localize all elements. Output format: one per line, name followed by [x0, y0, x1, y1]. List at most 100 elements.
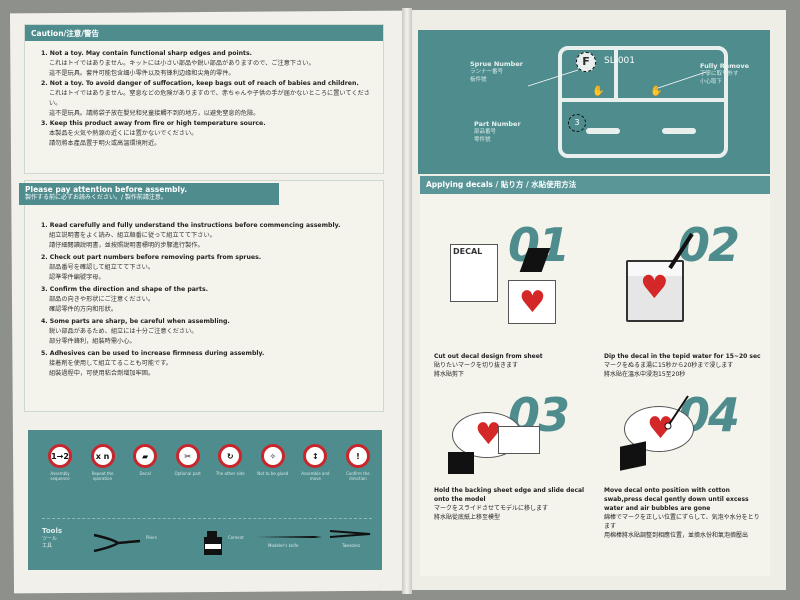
caution-item-1-en: 1. Not a toy. May contain functional sha… [41, 50, 253, 57]
assembly-sequence-icon: 1→2 [48, 444, 72, 468]
symbols-tools-panel: 1→2 Assembly sequence x n Repeat the ope… [28, 430, 382, 570]
caution-item-1-cn: 這不是玩具。套件可能包含细小零件以及有锋利边缘和尖角的零件。 [49, 70, 235, 77]
water-level [628, 276, 682, 320]
symbol-label: Repeat the operation [91, 471, 114, 481]
sprue-part-right [662, 128, 696, 134]
attention-item-3-en: 3. Confirm the direction and shape of th… [41, 286, 208, 293]
symbol-assemble-move: ↕ Assemble and move [299, 444, 331, 514]
tool-knife-label: Modeler's knife [268, 543, 299, 548]
sprue-crossbar [558, 98, 728, 102]
attention-item-4-jp: 鋭い部品があるため、組立には十分ご注意ください。 [49, 328, 198, 335]
fully-remove-en: Fully Remove [700, 62, 749, 70]
attention-item-1-en: 1. Read carefully and fully understand t… [41, 222, 341, 229]
symbol-row: 1→2 Assembly sequence x n Repeat the ope… [44, 444, 374, 514]
sprue-frame [558, 46, 728, 158]
sprue-gate [614, 46, 618, 98]
symbol-label: Confirm the direction [346, 471, 370, 481]
step-1-text: Cut out decal design from sheet 貼りたいマークを… [434, 352, 594, 379]
caution-item-3-cn: 請勿將本產品置于明火或高溫環境附近。 [49, 140, 161, 147]
step-3-text: Hold the backing sheet edge and slide de… [434, 486, 594, 522]
tools-row: Tools ツール 工具 Pliers Cement Modeler's kni… [42, 518, 372, 562]
attention-item-1-jp: 組立説明書をよく読み、組立順番に従って組立てて下さい。 [49, 232, 216, 239]
attention-item-3-cn: 確認零件的方向和形狀。 [49, 306, 118, 313]
symbol-not-glued: ✧ Not to be glued [257, 444, 289, 514]
fully-remove-jp: 丁寧に取り外す 小心取下 [700, 71, 739, 85]
symbol-label: The other side [215, 471, 245, 476]
decal-instructions-panel: Applying decals / 貼り方 / 水貼使用方法 01 DECAL … [420, 176, 770, 576]
cotton-swab-icon [664, 395, 689, 430]
step-4-en: Move decal onto position with cotton swa… [604, 487, 749, 512]
attention-item-5-cn: 組裝過程中，可使用粘合劑增加牢固。 [49, 370, 155, 377]
sprue-letter-tag: F [576, 52, 596, 72]
caution-panel: Caution/注意/警告 1. Not a toy. May contain … [24, 24, 384, 174]
symbol-label: Assembly sequence [50, 471, 70, 481]
sprue-number-label: Sprue Number ランナー番号 板件號 [470, 60, 523, 84]
caution-item-2-cn: 這不是玩具。請將袋子放在嬰兒和兒童接觸不到的地方，以避免窒息的危險。 [49, 110, 260, 117]
attention-item-4-en: 4. Some parts are sharp, be careful when… [41, 318, 230, 325]
remove-hand-icon: ✋ [650, 86, 663, 97]
step-1-en: Cut out decal design from sheet [434, 353, 543, 360]
part-number-en: Part Number [474, 120, 521, 128]
symbol-label: Not to be glued [257, 471, 289, 476]
caution-list: 1. Not a toy. May contain functional sha… [41, 49, 375, 149]
symbol-confirm-direction: ! Confirm the direction [342, 444, 374, 514]
booklet-spine [402, 8, 412, 594]
attention-panel: Please pay attention before assembly. 製作… [19, 180, 384, 412]
part-number-jp: 部品番号 零件號 [474, 129, 497, 143]
step-3-en: Hold the backing sheet edge and slide de… [434, 487, 585, 503]
tool-tweezers-label: Tweezers [342, 543, 361, 548]
attention-header: Please pay attention before assembly. 製作… [19, 183, 279, 205]
caution-item-3-jp: 本製品を火気や熱源の近くには置かないでください。 [49, 130, 198, 137]
step-4-text: Move decal onto position with cotton swa… [604, 486, 764, 540]
tweezers-icon [329, 530, 371, 538]
sprue-part-left [586, 128, 620, 134]
repeat-icon: x n [90, 444, 115, 468]
decal-word: DECAL [453, 247, 483, 256]
decal-step-2: 02 ♥ Dip the decal in the tepid water fo… [598, 204, 768, 394]
attention-item-2-jp: 部品番号を確認して組立てて下さい。 [49, 264, 155, 271]
tool-pliers-label: Pliers [146, 535, 157, 540]
attention-item-3-jp: 部品の向きや形状にご注意ください。 [49, 296, 155, 303]
attention-item-2-cn: 認準零件編號字母。 [49, 274, 105, 281]
remove-leader-line [658, 71, 707, 89]
step-3-cn: 將水貼從底紙上移至模型 [434, 514, 501, 521]
decal-step-4: 04 ♥ Move decal onto position with cotto… [598, 388, 768, 578]
tweezers-dip-icon [668, 232, 694, 270]
decal-title: Applying decals / 貼り方 / 水貼使用方法 [420, 176, 770, 194]
finger-icon [620, 441, 646, 471]
heart-icon: ♥ [475, 417, 502, 452]
pliers-icon [93, 533, 141, 553]
water-cup-icon: ♥ [626, 260, 684, 322]
step-2-text: Dip the decal in the tepid water for 15~… [604, 352, 764, 379]
step-1-jp: 貼りたいマークを切り抜きます [434, 362, 519, 369]
cut-decal-piece: ♥ [508, 280, 556, 324]
finger-icon [448, 452, 474, 474]
symbol-label: Decal [139, 471, 151, 476]
heart-icon: ♥ [640, 268, 669, 306]
symbol-label: Optional part [174, 471, 201, 476]
caution-item-2-jp: これはトイではありません。窒息などの危険がありますので、赤ちゃんや子供の手が届か… [49, 90, 370, 107]
caution-item-2-en: 2. Not a toy. To avoid danger of suffoca… [41, 80, 359, 87]
attention-item-5-jp: 接着剤を使用して組立てることも可能です。 [49, 360, 172, 367]
not-glued-icon: ✧ [260, 444, 285, 468]
optional-part-icon: ✂ [175, 444, 200, 468]
sprue-code: SL-001 [604, 56, 635, 66]
step-2-cn: 將水貼在溫水中浸泡15至20秒 [604, 371, 686, 378]
step-4-cn: 用棉棒將水貼調整到相應位置，並擠水份和氣泡擠壓出 [604, 532, 749, 539]
sprue-number-jp: ランナー番号 板件號 [470, 69, 504, 83]
symbol-repeat: x n Repeat the operation [87, 444, 119, 514]
step-4-jp: 綿棒でマークを正しい位置にずらして、気泡や水分をとります [604, 514, 760, 530]
backing-sheet [498, 426, 540, 454]
cement-bottle-icon [204, 531, 222, 555]
attention-item-1-cn: 請仔細閱讀說明書，並按照說明書標明的步驟進行製作。 [49, 242, 204, 249]
symbol-label: Assemble and move [301, 471, 330, 481]
tool-cement-label: Cement [228, 535, 244, 540]
decal-sheet: DECAL [450, 244, 498, 302]
symbol-assembly-sequence: 1→2 Assembly sequence [44, 444, 76, 514]
attention-list: 1. Read carefully and fully understand t… [41, 221, 375, 379]
decal-step-1: 01 DECAL ♥ Cut out decal design from she… [428, 204, 598, 394]
heart-icon: ♥ [519, 285, 546, 320]
hobby-knife-icon [256, 536, 322, 538]
other-side-icon: ↻ [218, 444, 243, 468]
sprue-number-en: Sprue Number [470, 60, 523, 68]
